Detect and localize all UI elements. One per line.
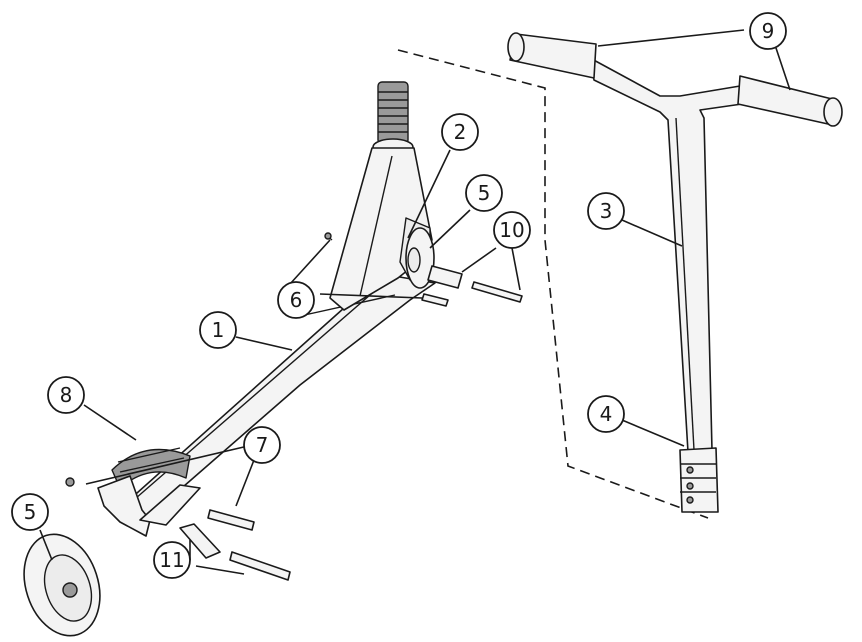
rear-wheel: [12, 524, 113, 642]
callout-4-label: 4: [600, 402, 613, 426]
callout-5-rear-label: 5: [24, 500, 37, 524]
callout-11: 11: [154, 542, 190, 578]
callout-7: 7: [244, 427, 280, 463]
callout-8-label: 8: [60, 383, 73, 407]
front-axle: [428, 266, 522, 302]
callout-1: 1: [200, 312, 236, 348]
callout-5-rear: 5: [12, 494, 48, 530]
callout-1-label: 1: [212, 318, 225, 342]
callout-3: 3: [588, 193, 624, 229]
callout-5-front-label: 5: [478, 181, 491, 205]
callout-9: 9: [750, 13, 786, 49]
t-bar: [590, 58, 742, 452]
t-bar-clamp: [680, 448, 718, 512]
callout-6-label: 6: [290, 288, 303, 312]
callout-9-label: 9: [762, 19, 775, 43]
callout-6: 6: [278, 282, 314, 318]
callout-2: 2: [442, 114, 478, 150]
callout-3-label: 3: [600, 199, 613, 223]
callout-4: 4: [588, 396, 624, 432]
callout-7-label: 7: [256, 433, 269, 457]
callout-10-label: 10: [499, 218, 524, 242]
callout-2-label: 2: [454, 120, 467, 144]
callout-10: 10: [494, 212, 530, 248]
callout-11-label: 11: [159, 548, 184, 572]
deck: [118, 274, 435, 520]
callout-5-front: 5: [466, 175, 502, 211]
callout-8: 8: [48, 377, 84, 413]
rear-axle: [180, 524, 290, 580]
